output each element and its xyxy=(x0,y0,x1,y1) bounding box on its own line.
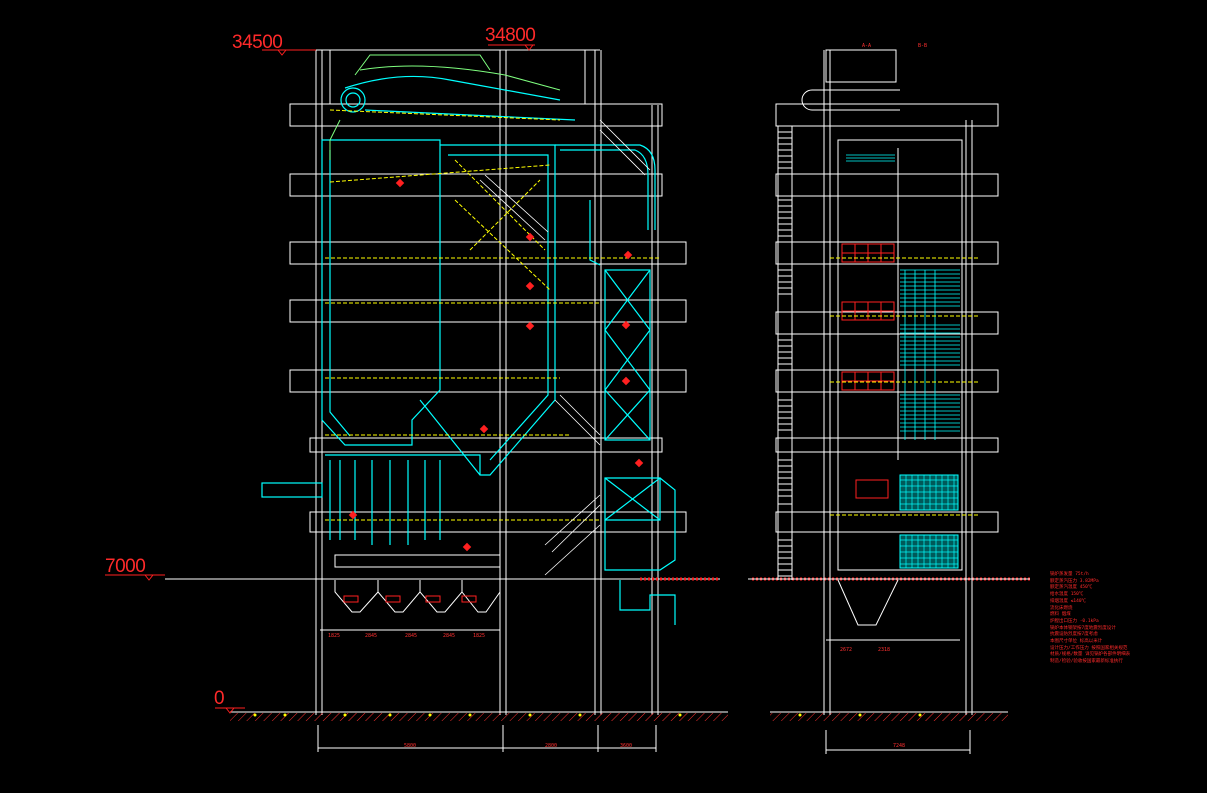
note-line: 流化床燃烧 xyxy=(1050,605,1073,611)
elevation-ground: 0 xyxy=(214,688,225,709)
note-line: 排烟温度 ≤140℃ xyxy=(1050,598,1087,604)
note-line: 额定蒸汽温度 450℃ xyxy=(1050,585,1093,591)
stairs xyxy=(479,119,651,576)
elevation-top-left: 34500 xyxy=(232,32,283,53)
note-line: 给水温度 150℃ xyxy=(1050,592,1084,598)
note-line: 锅炉本体钢架按7度地震烈度设计 xyxy=(1050,625,1116,631)
front-elevation xyxy=(165,49,728,752)
valve-markers xyxy=(348,178,644,552)
bottom-dim-side-1: 7248 xyxy=(893,743,906,749)
elevation-top-mid: 34800 xyxy=(485,25,536,46)
heat-exchanger-tubes xyxy=(846,154,960,440)
note-line: 锅炉蒸发量 75t/h xyxy=(1050,572,1089,577)
hopper-dim-5: 1825 xyxy=(473,633,486,639)
note-line: 抗震设防烈度按7度考虑 xyxy=(1050,632,1098,638)
side-hopper-dim-2: 2318 xyxy=(878,647,891,653)
note-line: 设计压力/工作压力 按照国家相关规范 xyxy=(1050,645,1128,651)
section-label-b: B-B xyxy=(918,43,928,49)
note-line: 额定蒸汽压力 3.82MPa xyxy=(1050,578,1099,584)
note-line: 燃料 烟煤 xyxy=(1050,612,1071,618)
side-elevation xyxy=(748,49,1030,754)
hopper-dim-1: 1825 xyxy=(328,633,341,639)
note-line: 炉膛出口压力 -0.1kPa xyxy=(1050,618,1099,624)
elevation-marks xyxy=(105,44,535,714)
bottom-dim-front-3: 3600 xyxy=(620,743,633,749)
hopper-dim-2: 2845 xyxy=(365,633,378,639)
elevation-mid-left: 7000 xyxy=(105,556,146,577)
technical-notes: 锅炉蒸发量 75t/h 额定蒸汽压力 3.82MPa 额定蒸汽温度 450℃ 给… xyxy=(1050,572,1170,666)
bottom-dim-front-1: 5800 xyxy=(404,743,417,749)
note-line: 材质/规格/数量 详见锅炉各部件明细表 xyxy=(1050,652,1131,658)
ash-hoppers xyxy=(320,554,501,631)
hopper-dim-3: 2845 xyxy=(405,633,418,639)
side-hopper-dim-1: 2672 xyxy=(840,647,853,653)
hopper-dim-4: 2845 xyxy=(443,633,456,639)
bottom-dim-front-2: 2800 xyxy=(545,743,558,749)
furnace-body xyxy=(261,75,676,625)
section-label-a: A-A xyxy=(862,43,872,49)
yellow-lines xyxy=(325,109,660,521)
note-line: 制造/检验/验收按国家最新标准执行 xyxy=(1050,659,1123,665)
note-line: 本图尺寸单位 标高以米计 xyxy=(1050,639,1103,645)
